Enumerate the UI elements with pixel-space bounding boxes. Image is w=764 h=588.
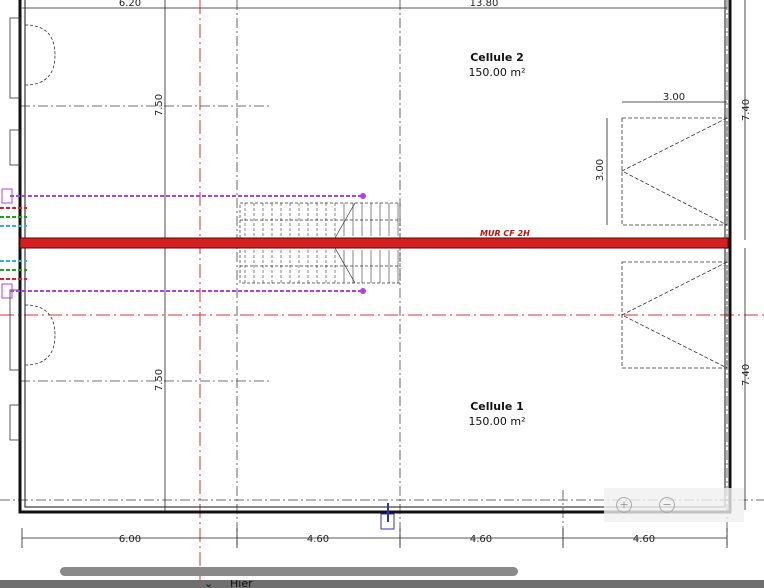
dim-right: 7.40 [741,364,752,386]
dim-top: 13.80 [470,0,499,9]
bottom-bar: ⌄ Hier [0,580,764,588]
network-endpoint [360,288,366,294]
room-name: Cellule 2 [470,51,524,64]
firewall-wall [19,237,729,249]
outer-walls [18,0,732,514]
firewall-label: MUR CF 2H [480,229,530,238]
room-name: Cellule 1 [470,400,524,413]
dim-bottom: 4.60 [633,534,655,545]
zoom-out-icon[interactable]: − [659,497,675,513]
room-area: 150.00 m² [468,415,525,428]
chevron-down-icon[interactable]: ⌄ [204,580,214,588]
garage-doors [621,117,728,369]
dim-bottom: 6.00 [119,534,141,545]
dim-bottom: 4.60 [470,534,492,545]
dim-left: 7.50 [154,369,165,391]
zoom-in-icon[interactable]: + [616,497,632,513]
dim-top: 6.20 [119,0,141,9]
dim-bottom: 4.60 [307,534,329,545]
left-doors [9,17,56,441]
dim-right: 7.40 [741,99,752,121]
bottom-label: Hier [230,580,253,588]
zoom-controls: + − [604,488,744,522]
network-endpoint [360,193,366,199]
dimension-lines [21,0,746,548]
network-box [1,188,13,204]
horizontal-scrollbar[interactable] [60,567,518,576]
network-box [1,283,13,299]
network-lines [0,195,363,292]
dim-door-width: 3.00 [663,92,685,103]
dim-left: 7.50 [154,94,165,116]
stair-steps [244,203,399,283]
dim-door-height: 3.00 [595,159,606,181]
grid-lines [0,0,764,545]
room-area: 150.00 m² [468,66,525,79]
